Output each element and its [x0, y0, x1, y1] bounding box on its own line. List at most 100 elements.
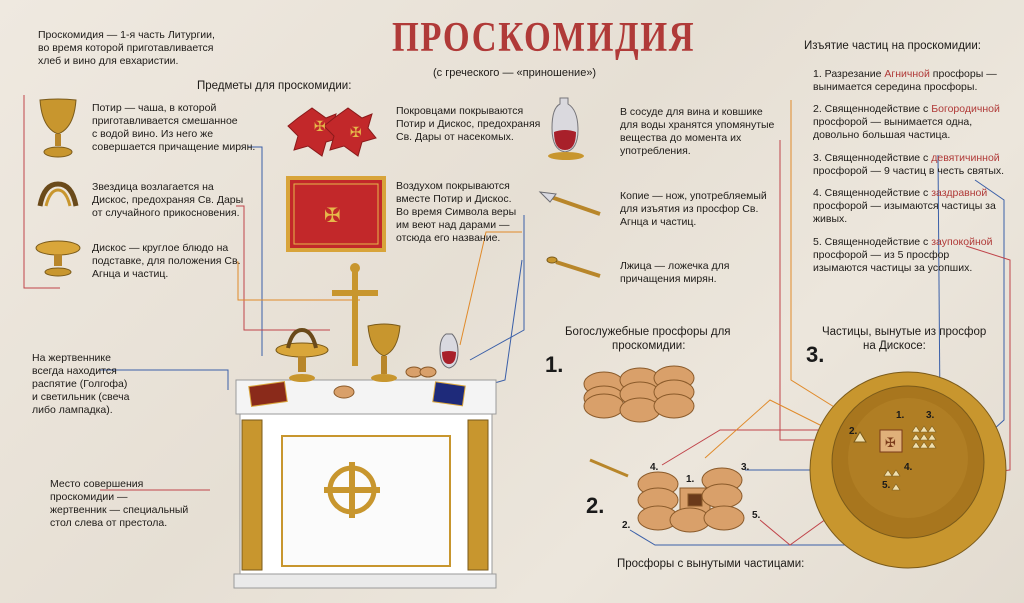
connector-line [100, 369, 229, 390]
intro-line: хлеб и вино для евхаристии. [38, 55, 179, 67]
step-line: 4. Священнодействие с заздравной [813, 187, 987, 200]
text-line: Дискос, предохраняя Св. Дары [92, 194, 244, 206]
items-heading: Предметы для проскомидии: [197, 80, 352, 92]
text-line: Воздухом покрываются [396, 180, 510, 192]
text-line: стол слева от престола. [50, 517, 168, 529]
svg-text:✠: ✠ [350, 125, 362, 141]
connector-line [661, 429, 855, 466]
step-text: 1. Разрезание [813, 68, 885, 80]
asterisk-star-icon [37, 181, 79, 207]
aer-cover-icon: ✠ [286, 176, 386, 252]
spear-icon [538, 191, 601, 216]
step-line: вынимается середина просфоры. [813, 81, 978, 93]
text-line: и светильник (свеча [32, 391, 130, 403]
altar-table-illustration [233, 263, 497, 589]
text-line: Потир и Дискос, предохраняя [396, 118, 541, 130]
step-line: 3. Священнодействие с девятичинной [813, 152, 1000, 165]
text-line: Копие — нож, употребляемый [620, 190, 767, 202]
step-text: просфоры — [929, 68, 997, 80]
prosphora-cut-label: Просфоры с вынутыми частицами: [617, 558, 805, 570]
step-highlight: девятичинной [931, 152, 1000, 164]
step-text: 4. Священнодействие с [813, 187, 932, 199]
prosphora-label: 5. [752, 510, 761, 521]
text-line: Св. Дары от насекомых. [396, 131, 514, 143]
text-line: всегда находится [32, 365, 117, 377]
text-line: проскомидии: [612, 340, 686, 352]
text-line: употребления. [620, 145, 691, 157]
connector-line [248, 146, 263, 356]
text-line: приготавливается смешанное [92, 115, 238, 127]
intro-line: во время которой приготавливается [38, 42, 214, 54]
text-line: Место совершения [50, 478, 144, 490]
text-line: от случайного прикосновения. [92, 207, 240, 219]
paten-icon [35, 240, 81, 277]
extraction-heading: Изъятие частиц на проскомидии: [804, 40, 981, 52]
text-line: отсюда его название. [396, 232, 501, 244]
connector-line [937, 154, 941, 411]
step-line: просфорой — вынимается одна, [813, 116, 973, 128]
step-highlight: Агничной [884, 68, 930, 80]
text-line: Звездица возлагается на [92, 181, 214, 193]
connector-line [236, 205, 330, 331]
text-line: жертвенник — специальный [50, 504, 189, 516]
text-line: распятие (Голгофа) [32, 378, 128, 390]
step-line: 5. Священнодействие с заупокойной [813, 236, 992, 249]
connector-line [236, 261, 360, 301]
wine-vessel-icon [548, 97, 584, 160]
text-line: Частицы, вынутые из просфор [822, 326, 987, 338]
prosphoras-whole [583, 365, 695, 423]
prosphora-label: 3. [741, 462, 750, 473]
text-line: с водой вино. Из него же [92, 128, 214, 140]
text-line: Лжица — ложечка для [620, 260, 730, 272]
step-line: 2. Священнодействие с Богородичной [813, 103, 1000, 116]
section-number: 1. [545, 352, 564, 377]
text-line: для изъятия из просфор Св. [620, 203, 759, 215]
particle-label: 1. [896, 410, 905, 421]
step-text: 2. Священнодействие с [813, 103, 932, 115]
text-line: Богослужебные просфоры для [565, 326, 731, 338]
text-line: причащения мирян. [620, 273, 717, 285]
connector-line [469, 259, 523, 391]
text-line: Агнца и частиц. [92, 268, 169, 280]
connector-line [469, 215, 525, 361]
step-highlight: Богородичной [931, 103, 1000, 115]
intro-line: Проскомидия — 1-я часть Литургии, [38, 29, 215, 41]
particle-label: 3. [926, 410, 935, 421]
connector-line [459, 231, 522, 346]
text-line: либо лампадка). [32, 404, 113, 416]
particle-label: 4. [904, 462, 913, 473]
svg-text:✠: ✠ [314, 119, 326, 135]
step-line: 1. Разрезание Агничной просфоры — [813, 68, 997, 81]
page-subtitle: (с греческого — «приношение») [433, 67, 597, 79]
text-line: вещества до момента их [620, 132, 742, 144]
text-line: вместе Потир и Дискос. [396, 193, 512, 205]
step-highlight: заупокойной [931, 236, 993, 248]
text-line: на Дискосе: [863, 340, 926, 352]
text-line: Дискос — круглое блюдо на [92, 242, 229, 254]
text-line: Покровцами покрываются [396, 105, 524, 117]
page-title: ПРОСКОМИДИЯ [392, 15, 696, 61]
section-number: 2. [586, 493, 605, 518]
step-line: довольно большая частица. [813, 129, 951, 141]
step-line: просфорой — 9 частиц в честь святых. [813, 165, 1005, 177]
prosphora-label: 2. [622, 520, 631, 531]
text-line: Агнца и частиц. [620, 216, 697, 228]
step-line: изымаются частицы за усопших. [813, 262, 973, 274]
particle-label: 2. [849, 426, 858, 437]
section-number: 3. [806, 342, 825, 367]
veils-icon: ✠ ✠ [287, 107, 377, 157]
particle-label: 5. [882, 480, 891, 491]
text-line: проскомидии — [50, 491, 128, 503]
chalice-icon [39, 98, 77, 158]
text-line: подставке, для положения Св. [92, 255, 241, 267]
text-line: им веют над дарами — [396, 219, 510, 231]
text-line: На жертвеннике [32, 352, 111, 364]
prosphora-label: 1. [686, 474, 695, 485]
text-line: совершается причащение мирян. [92, 141, 256, 153]
text-line: Во время Символа веры [396, 206, 517, 218]
spoon-icon [546, 256, 601, 278]
text-line: Потир — чаша, в которой [92, 102, 217, 114]
step-line: живых. [813, 213, 848, 225]
text-line: В сосуде для вина и ковшике [620, 106, 763, 118]
